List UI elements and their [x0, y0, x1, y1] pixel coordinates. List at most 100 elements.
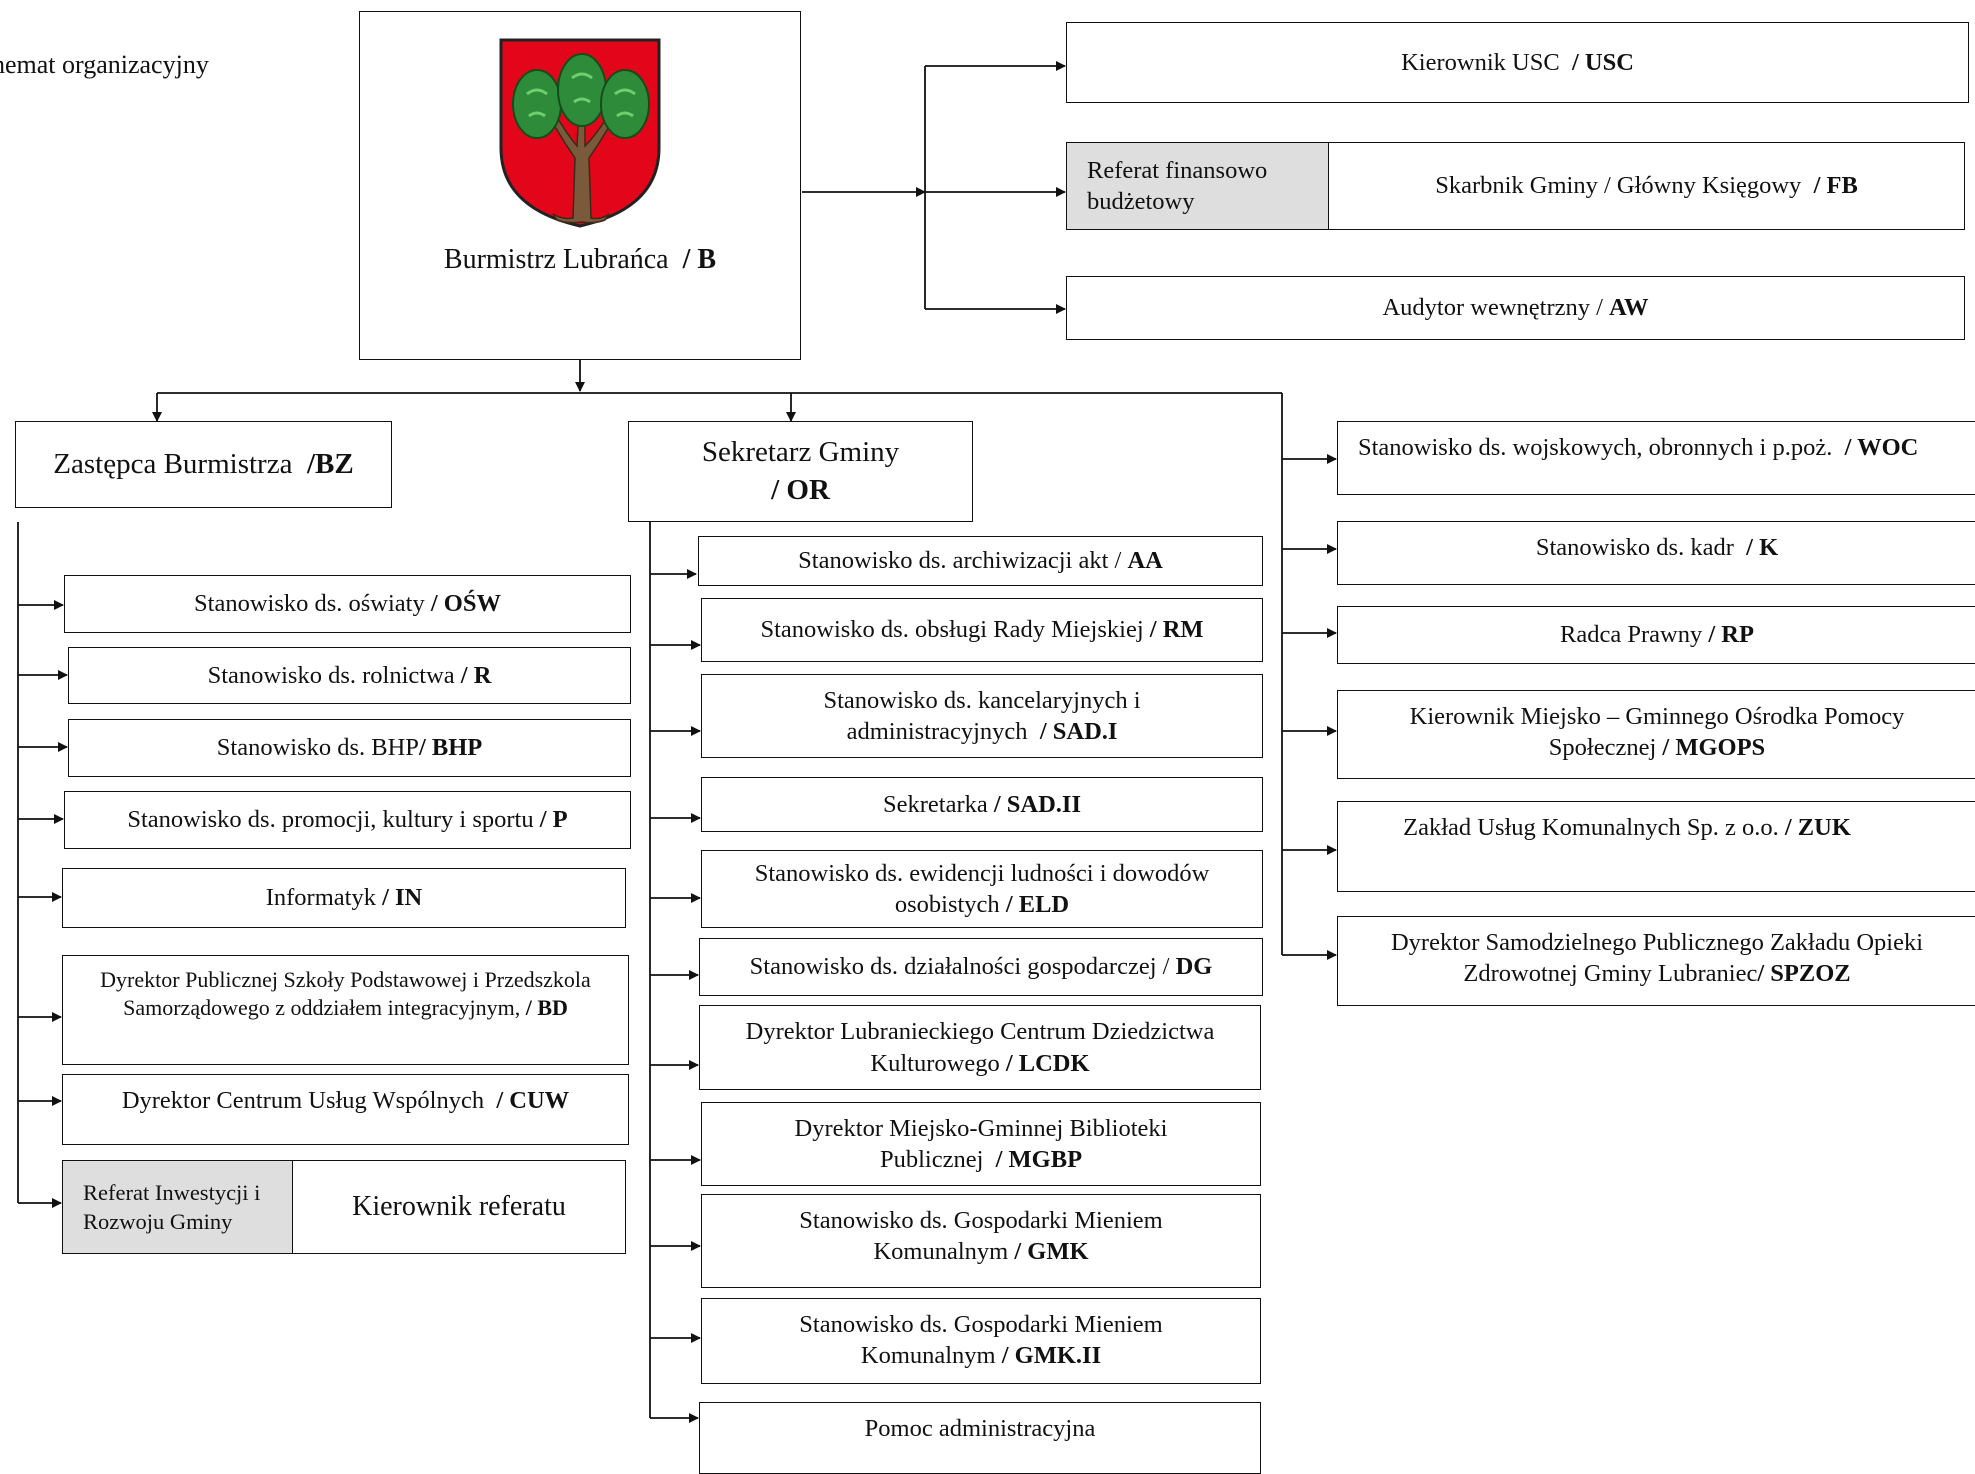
box-label: Stanowisko ds. oświaty / OŚW	[194, 588, 501, 619]
unit-code: / CUW	[496, 1087, 570, 1114]
box-label: Dyrektor Centrum Usług Wspólnych / CUW	[122, 1085, 569, 1116]
unit-name: Stanowisko ds. Gospodarki Mieniem Komuna…	[799, 1207, 1163, 1266]
unit-investment: Referat Inwestycji i Rozwoju Gminy Kiero…	[62, 1160, 626, 1254]
unit-pomoc: Pomoc administracyjna	[699, 1402, 1261, 1474]
box-label: Pomoc administracyjna	[865, 1413, 1096, 1444]
unit-name: Stanowisko ds. kancelaryjnych i administ…	[823, 686, 1141, 745]
unit-name: Stanowisko ds. archiwizacji akt /	[798, 547, 1122, 575]
unit-in: Informatyk / IN	[62, 868, 626, 928]
aw-box: Audytor wewnętrzny / AW	[1066, 276, 1965, 340]
usc-box: Kierownik USC / USC	[1066, 22, 1969, 103]
unit-name: Stanowisko ds. Gospodarki Mieniem Komuna…	[799, 1311, 1163, 1370]
unit-eld: Stanowisko ds. ewidencji ludności i dowo…	[701, 850, 1263, 928]
unit-name: Radca Prawny	[1560, 621, 1703, 649]
unit-name: Stanowisko ds. kadr	[1535, 534, 1734, 561]
box-label: Dyrektor Publicznej Szkoły Podstawowej i…	[69, 966, 622, 1022]
unit-name: Zastępca Burmistrza	[53, 447, 293, 480]
fb-box: Referat finansowo budżetowy Skarbnik Gmi…	[1066, 142, 1965, 230]
unit-woc: Stanowisko ds. wojskowych, obronnych i p…	[1337, 421, 1975, 495]
box-label: Audytor wewnętrzny / AW	[1382, 292, 1648, 323]
box-label: Stanowisko ds. obsługi Rady Miejskiej / …	[760, 614, 1203, 645]
unit-gmk: Stanowisko ds. Gospodarki Mieniem Komuna…	[701, 1194, 1261, 1288]
unit-name: Audytor wewnętrzny /	[1382, 294, 1603, 322]
unit-code: / WOC	[1844, 434, 1919, 461]
box-label: Kierownik Miejsko – Gminnego Ośrodka Pom…	[1378, 701, 1936, 764]
box-label: Stanowisko ds. Gospodarki Mieniem Komuna…	[742, 1309, 1220, 1372]
unit-name: Stanowisko ds. rolnictwa	[207, 661, 455, 689]
unit-code: /BZ	[306, 447, 354, 480]
unit-code: AA	[1127, 547, 1163, 575]
unit-zuk: Zakład Usług Komunalnych Sp. z o.o. / ZU…	[1337, 801, 1975, 892]
unit-code: / K	[1746, 534, 1779, 561]
box-label: Stanowisko ds. kancelaryjnych i administ…	[812, 685, 1152, 748]
unit-name: Stanowisko ds. działalności gospodarczej…	[749, 953, 1170, 981]
unit-aa: Stanowisko ds. archiwizacji akt / AA	[698, 536, 1263, 586]
unit-code: / SAD.II	[993, 790, 1081, 818]
unit-code: / RM	[1149, 616, 1204, 644]
unit-osw: Stanowisko ds. oświaty / OŚW	[64, 575, 631, 633]
deputy-box: Zastępca Burmistrza /BZ	[15, 421, 392, 508]
unit-code: / RP	[1708, 621, 1754, 649]
unit-name: Stanowisko ds. obsługi Rady Miejskiej	[760, 616, 1144, 644]
unit-code: / BD	[525, 995, 568, 1021]
box-label: Zakład Usług Komunalnych Sp. z o.o. / ZU…	[1403, 812, 1851, 843]
unit-code: / BHP	[418, 734, 483, 762]
box-label: Stanowisko ds. wojskowych, obronnych i p…	[1358, 432, 1918, 463]
box-label: Sekretarka / SAD.II	[883, 789, 1081, 820]
unit-name: Pomoc administracyjna	[864, 1415, 1096, 1442]
unit-name: Skarbnik Gminy / Główny Księgowy	[1435, 172, 1802, 200]
unit-name: Sekretarka	[882, 790, 988, 818]
unit-p: Stanowisko ds. promocji, kultury i sport…	[64, 791, 631, 849]
box-label: Stanowisko ds. kadr / K	[1536, 532, 1778, 563]
box-label: Stanowisko ds. ewidencji ludności i dowo…	[722, 858, 1242, 921]
unit-code: / GMK.II	[1001, 1342, 1102, 1370]
unit-name: Stanowisko ds. promocji, kultury i sport…	[127, 806, 534, 834]
box-label: Kierownik USC / USC	[1401, 47, 1634, 78]
unit-name: Referat finansowo budżetowy	[1087, 156, 1268, 215]
page-title: hemat organizacyjny	[0, 50, 209, 79]
unit-bd: Dyrektor Publicznej Szkoły Podstawowej i…	[62, 955, 629, 1065]
unit-cuw: Dyrektor Centrum Usług Wspólnych / CUW	[62, 1074, 629, 1145]
unit-name: Burmistrz Lubrańca	[443, 244, 669, 275]
unit-name: Stanowisko ds. wojskowych, obronnych i p…	[1358, 434, 1833, 461]
unit-name: Dyrektor Lubranieckiego Centrum Dziedzic…	[745, 1018, 1215, 1077]
fb-unit-label: Referat finansowo budżetowy	[1067, 143, 1329, 229]
investment-unit-label: Referat Inwestycji i Rozwoju Gminy	[63, 1161, 293, 1253]
unit-code: / ZUK	[1784, 814, 1851, 841]
unit-name: Dyrektor Samodzielnego Publicznego Zakła…	[1390, 929, 1924, 988]
unit-name: Dyrektor Centrum Usług Wspólnych	[121, 1087, 485, 1114]
unit-spzoz: Dyrektor Samodzielnego Publicznego Zakła…	[1337, 916, 1975, 1006]
unit-mgops: Kierownik Miejsko – Gminnego Ośrodka Pom…	[1337, 690, 1975, 779]
unit-code: AW	[1609, 294, 1649, 322]
unit-code: / R	[460, 661, 492, 689]
unit-code: / LCDK	[1005, 1049, 1090, 1077]
box-label: Stanowisko ds. działalności gospodarczej…	[750, 951, 1213, 982]
box-label: Stanowisko ds. archiwizacji akt / AA	[798, 545, 1163, 576]
unit-code: / SPZOZ	[1757, 960, 1851, 988]
unit-name: Referat Inwestycji i Rozwoju Gminy	[83, 1179, 261, 1234]
box-label: Skarbnik Gminy / Główny Księgowy / FB	[1435, 170, 1858, 201]
unit-rp: Radca Prawny / RP	[1337, 606, 1975, 664]
box-label: Zastępca Burmistrza /BZ	[53, 446, 353, 483]
box-label: Stanowisko ds. promocji, kultury i sport…	[127, 804, 567, 835]
unit-k: Stanowisko ds. kadr / K	[1337, 521, 1975, 585]
unit-name: Stanowisko ds. BHP	[216, 734, 419, 762]
unit-mgbp: Dyrektor Miejsko-Gminnej Biblioteki Publ…	[701, 1102, 1261, 1186]
box-label: Stanowisko ds. Gospodarki Mieniem Komuna…	[742, 1205, 1220, 1268]
unit-code: DG	[1175, 953, 1213, 981]
unit-code: / SAD.I	[1039, 718, 1118, 745]
box-label: Dyrektor Samodzielnego Publicznego Zakła…	[1358, 927, 1956, 990]
unit-code: / GMK	[1014, 1238, 1089, 1266]
unit-bhp: Stanowisko ds. BHP/ BHP	[68, 719, 631, 777]
box-label: Informatyk / IN	[266, 882, 423, 913]
fb-label: Skarbnik Gminy / Główny Księgowy / FB	[1329, 143, 1964, 229]
unit-name: Zakład Usług Komunalnych Sp. z o.o.	[1403, 814, 1779, 841]
unit-name: Dyrektor Publicznej Szkoły Podstawowej i…	[100, 967, 591, 1021]
unit-code: / ELD	[1005, 891, 1070, 918]
box-label: Dyrektor Lubranieckiego Centrum Dziedzic…	[720, 1016, 1240, 1079]
secretary-code: / OR	[771, 473, 830, 506]
box-label: Stanowisko ds. BHP/ BHP	[217, 732, 482, 763]
investment-head-label: Kierownik referatu	[293, 1161, 625, 1253]
box-label: Dyrektor Miejsko-Gminnej Biblioteki Publ…	[762, 1113, 1200, 1176]
unit-name: Kierownik referatu	[352, 1191, 566, 1223]
